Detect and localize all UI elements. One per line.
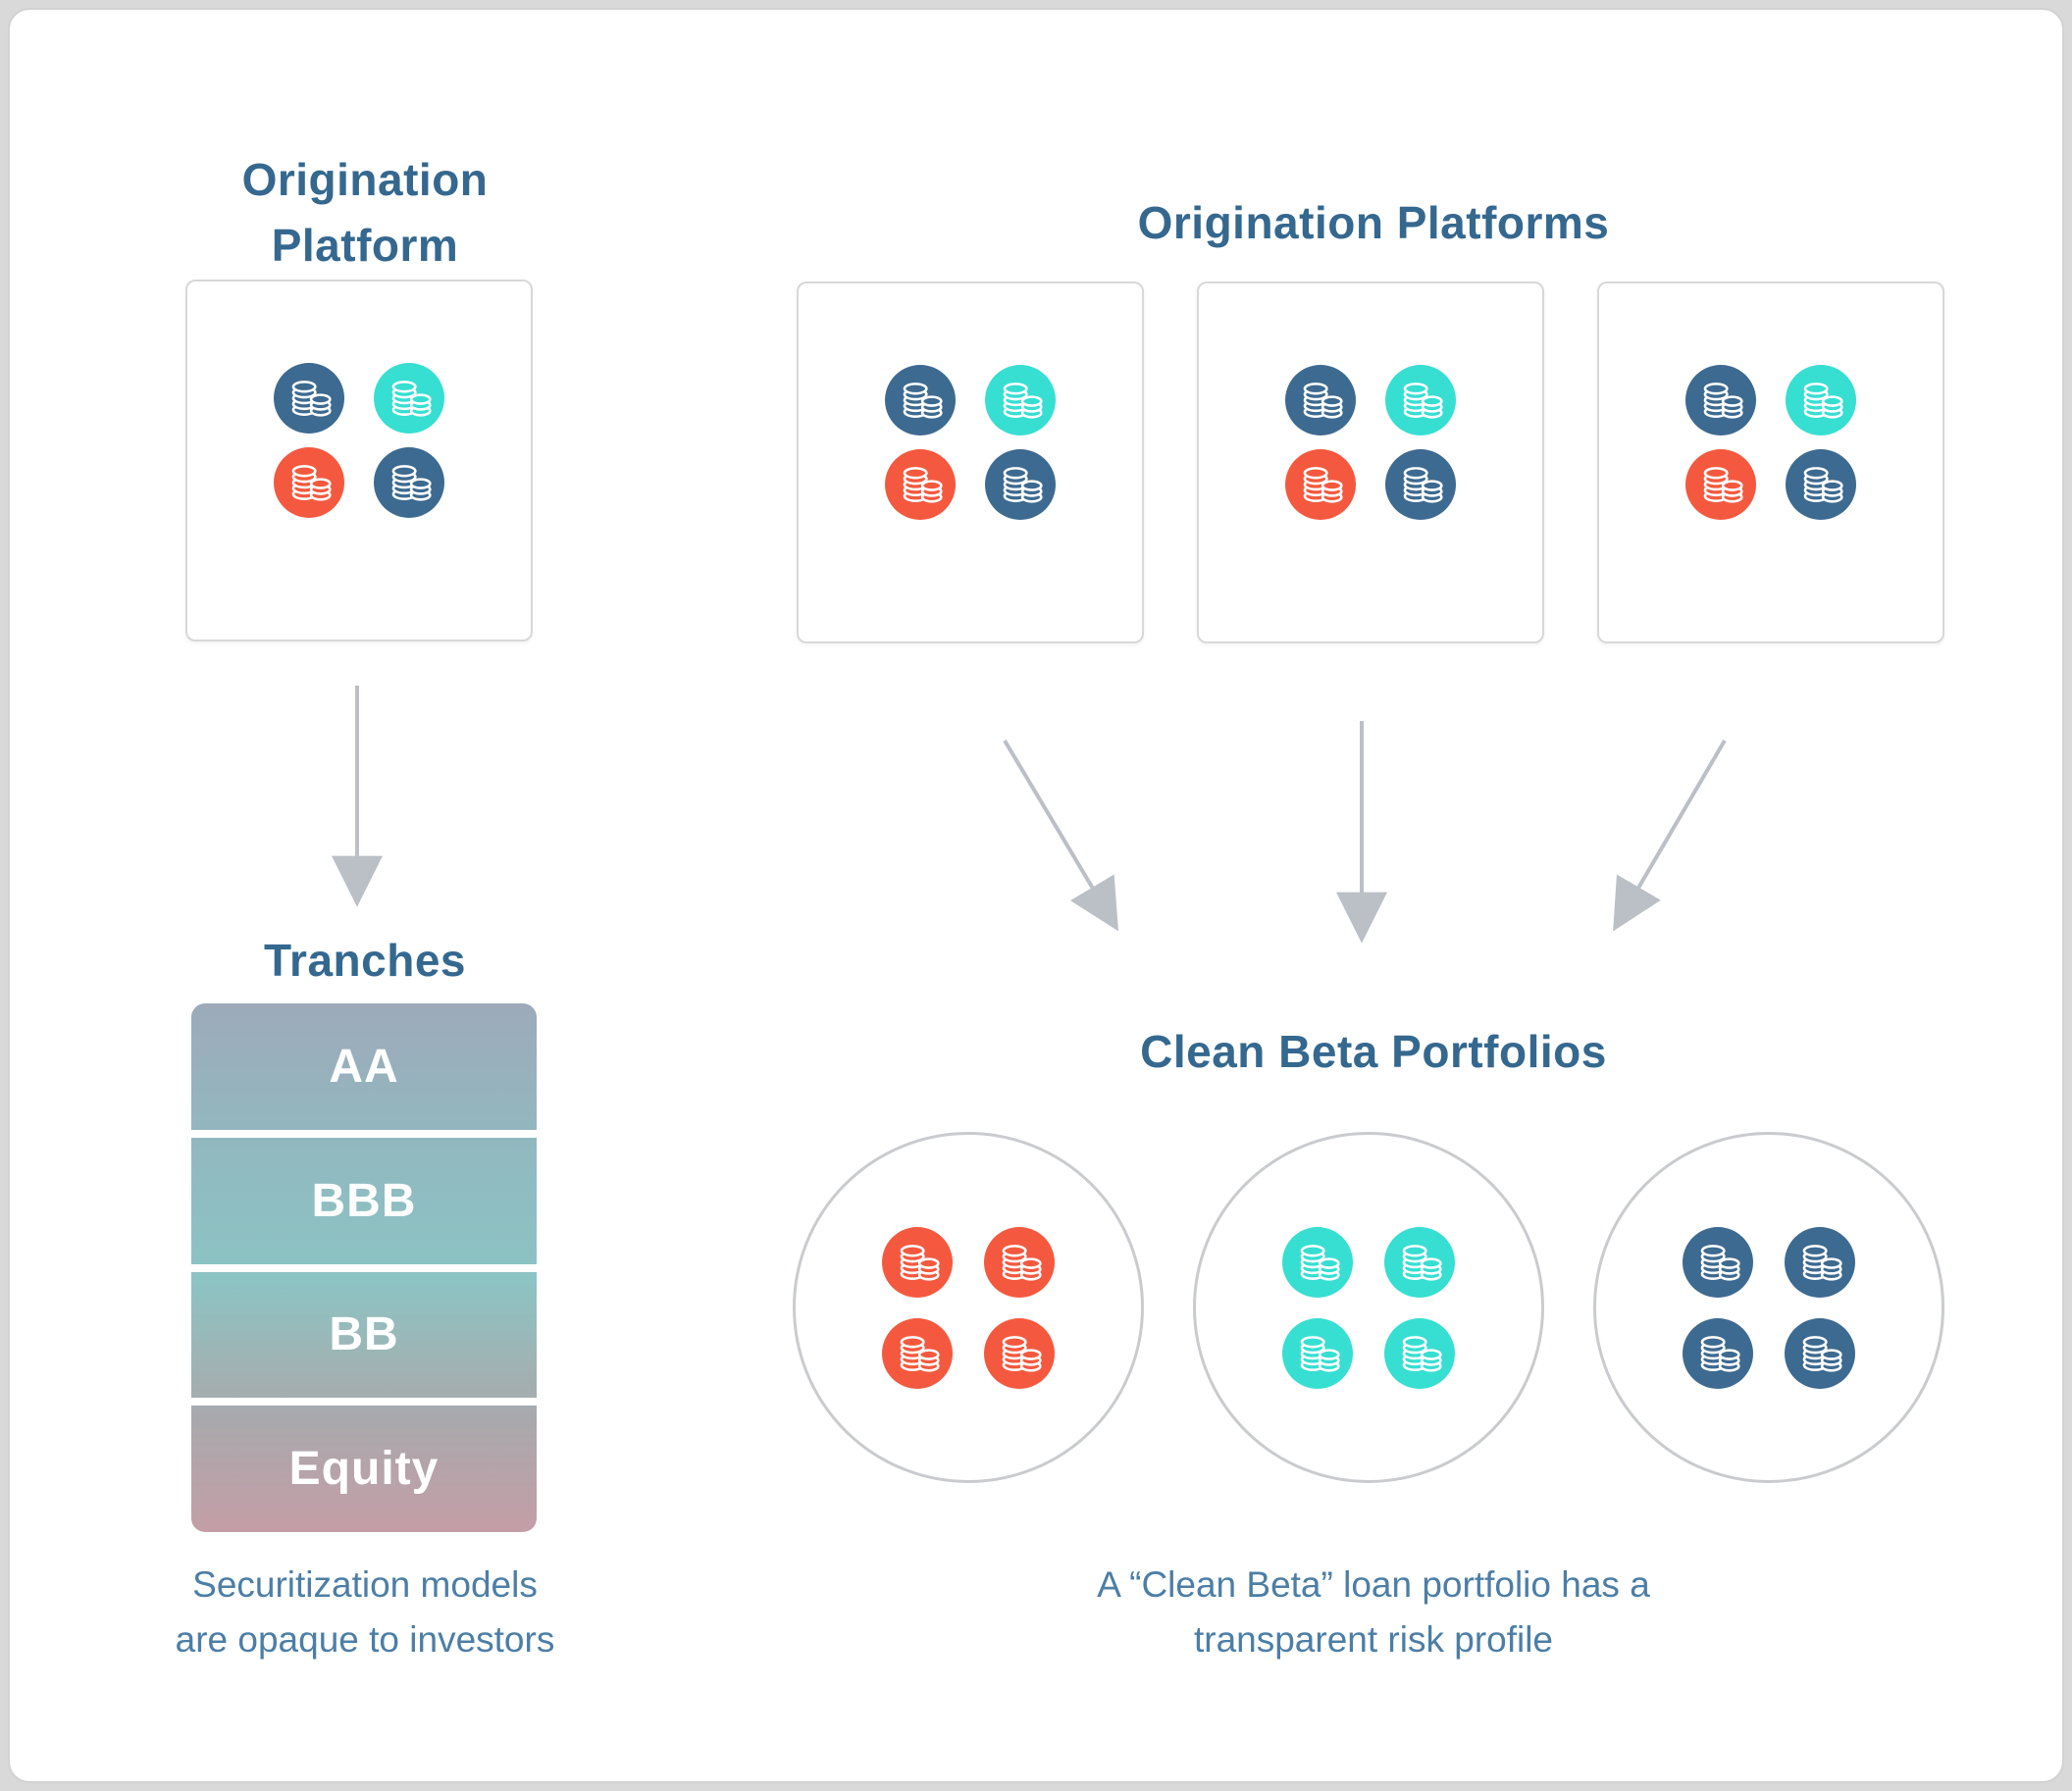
coin-stack-icon bbox=[903, 383, 943, 419]
clean-beta-caption-line1: A “Clean Beta” loan portfolio has a bbox=[1097, 1564, 1650, 1605]
tranche-bar-bbb: BBB bbox=[191, 1138, 537, 1272]
coin-badge-teal bbox=[374, 362, 444, 434]
clean-beta-portfolio-teal bbox=[1193, 1132, 1544, 1483]
coin-stack-icon bbox=[1803, 467, 1843, 503]
coin-stack-icon bbox=[1802, 1336, 1842, 1372]
origination-platforms-box-1 bbox=[797, 281, 1144, 643]
origination-platforms-title: Origination Platforms bbox=[1137, 197, 1610, 248]
coin-stack-icon bbox=[1703, 383, 1743, 419]
clean-beta-portfolios-title: Clean Beta Portfolios bbox=[1140, 1026, 1607, 1077]
loan-coin-grid-navy bbox=[1683, 1226, 1855, 1389]
coin-stack-icon bbox=[291, 381, 332, 417]
origination-platforms-box-2 bbox=[1197, 281, 1544, 643]
coin-badge-red bbox=[1685, 448, 1756, 520]
coin-stack-icon bbox=[900, 1245, 940, 1281]
coin-badge-navy bbox=[885, 364, 956, 435]
tranche-bar-equity: Equity bbox=[288, 1443, 440, 1496]
coin-stack-icon bbox=[1300, 1245, 1340, 1281]
coin-stack-icon bbox=[1403, 383, 1443, 419]
coin-stack-icon bbox=[1002, 1245, 1042, 1281]
coin-badge-teal bbox=[1282, 1317, 1353, 1389]
clean-beta-portfolio-red bbox=[793, 1132, 1144, 1483]
coin-badge-navy bbox=[985, 448, 1056, 520]
coin-badge-red bbox=[1285, 448, 1356, 520]
loan-coin-grid-teal bbox=[1282, 1226, 1455, 1389]
arrow-diagonal-left-icon bbox=[1613, 739, 1727, 932]
tranche-bar-aa: AA bbox=[191, 1003, 537, 1138]
loan-coin-grid-mixed bbox=[274, 362, 444, 518]
clean-beta-caption: A “Clean Beta” loan portfolio has a tran… bbox=[924, 1558, 1823, 1666]
coin-badge-teal bbox=[1786, 364, 1856, 435]
coin-badge-red bbox=[984, 1317, 1055, 1389]
coin-stack-icon bbox=[900, 1336, 940, 1372]
loan-coin-grid-mixed bbox=[885, 364, 1056, 520]
coin-stack-icon bbox=[1703, 467, 1743, 503]
coin-badge-red bbox=[885, 448, 956, 520]
coin-badge-red bbox=[882, 1226, 953, 1298]
coin-stack-icon bbox=[1403, 467, 1443, 503]
coin-badge-navy bbox=[274, 362, 344, 434]
coin-stack-icon bbox=[1802, 1245, 1842, 1281]
tranches-title: Tranches bbox=[264, 935, 466, 986]
tranche-bar-bb: BB bbox=[191, 1272, 537, 1407]
coin-stack-icon bbox=[1303, 383, 1343, 419]
securitization-caption-line2: are opaque to investors bbox=[175, 1618, 555, 1660]
loan-coin-grid-mixed bbox=[1685, 364, 1856, 520]
coin-stack-icon bbox=[1303, 467, 1343, 503]
clean-beta-portfolio-navy bbox=[1593, 1132, 1944, 1483]
coin-badge-teal bbox=[1282, 1226, 1353, 1298]
coin-stack-icon bbox=[1402, 1336, 1442, 1372]
coin-stack-icon bbox=[291, 465, 332, 501]
coin-badge-red bbox=[274, 446, 344, 518]
coin-badge-navy bbox=[1385, 448, 1456, 520]
coin-badge-teal bbox=[1385, 364, 1456, 435]
coin-badge-red bbox=[882, 1317, 953, 1389]
coin-badge-navy bbox=[1683, 1317, 1753, 1389]
coin-stack-icon bbox=[1300, 1336, 1340, 1372]
origination-platform-box bbox=[185, 280, 533, 641]
coin-badge-navy bbox=[1683, 1226, 1753, 1298]
origination-platforms-box-3 bbox=[1597, 281, 1944, 643]
coin-badge-teal bbox=[1384, 1226, 1455, 1298]
coin-stack-icon bbox=[391, 381, 432, 417]
coin-stack-icon bbox=[1003, 467, 1043, 503]
coin-badge-navy bbox=[1285, 364, 1356, 435]
coin-badge-red bbox=[984, 1226, 1055, 1298]
coin-badge-teal bbox=[985, 364, 1056, 435]
loan-coin-grid-red bbox=[882, 1226, 1055, 1389]
coin-badge-teal bbox=[1384, 1317, 1455, 1389]
tranche-stack: AA BBB BB Equity bbox=[191, 1003, 537, 1532]
coin-stack-icon bbox=[1002, 1336, 1042, 1372]
coin-stack-icon bbox=[1003, 383, 1043, 419]
arrow-diagonal-right-icon bbox=[1003, 739, 1118, 932]
coin-stack-icon bbox=[1402, 1245, 1442, 1281]
coin-badge-navy bbox=[374, 446, 444, 518]
clean-beta-caption-line2: transparent risk profile bbox=[1193, 1618, 1554, 1660]
coin-badge-navy bbox=[1785, 1317, 1855, 1389]
securitization-caption: Securitization models are opaque to inve… bbox=[63, 1558, 667, 1666]
coin-badge-navy bbox=[1785, 1226, 1855, 1298]
loan-coin-grid-mixed bbox=[1285, 364, 1456, 520]
coin-stack-icon bbox=[1803, 383, 1843, 419]
coin-stack-icon bbox=[1700, 1336, 1740, 1372]
coin-badge-navy bbox=[1685, 364, 1756, 435]
securitization-caption-line1: Securitization models bbox=[192, 1564, 538, 1605]
coin-stack-icon bbox=[903, 467, 943, 503]
coin-badge-navy bbox=[1786, 448, 1856, 520]
coin-stack-icon bbox=[1700, 1245, 1740, 1281]
coin-stack-icon bbox=[391, 465, 432, 501]
